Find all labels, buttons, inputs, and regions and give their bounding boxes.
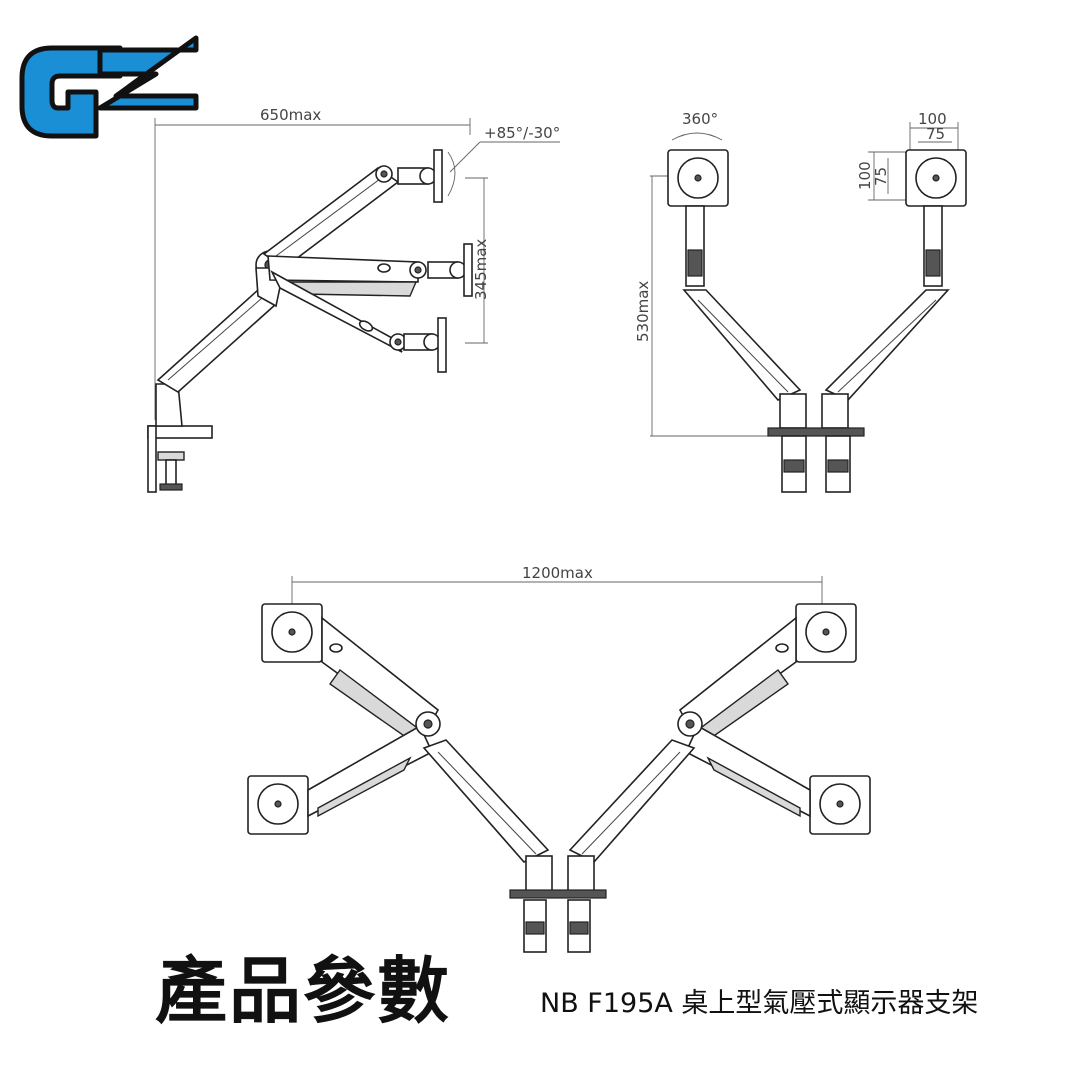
page-title: 產品參數 (155, 949, 452, 1033)
vesa-height-inner-label: 75 (872, 167, 890, 186)
swivel-angle-label: 360° (682, 110, 718, 128)
front-view-diagram: 360° 100 75 100 75 530max (634, 110, 967, 493)
product-name: NB F195A 桌上型氣壓式顯示器支架 (540, 988, 979, 1019)
vesa-width-inner-label: 75 (926, 125, 945, 143)
brand-logo (19, 35, 199, 139)
top-view-diagram: 1200max (247, 564, 871, 953)
tilt-angle-label: +85°/-30° (484, 124, 560, 142)
vesa-height-outer-label: 100 (856, 161, 874, 190)
front-height-label: 530max (634, 281, 652, 342)
span-dimension-label: 1200max (522, 564, 593, 582)
height-range-label: 345max (472, 239, 490, 300)
reach-dimension-label: 650max (260, 106, 321, 124)
vesa-width-outer-label: 100 (918, 110, 947, 128)
side-view-diagram: 650max +85°/-30° 345max (147, 106, 560, 493)
